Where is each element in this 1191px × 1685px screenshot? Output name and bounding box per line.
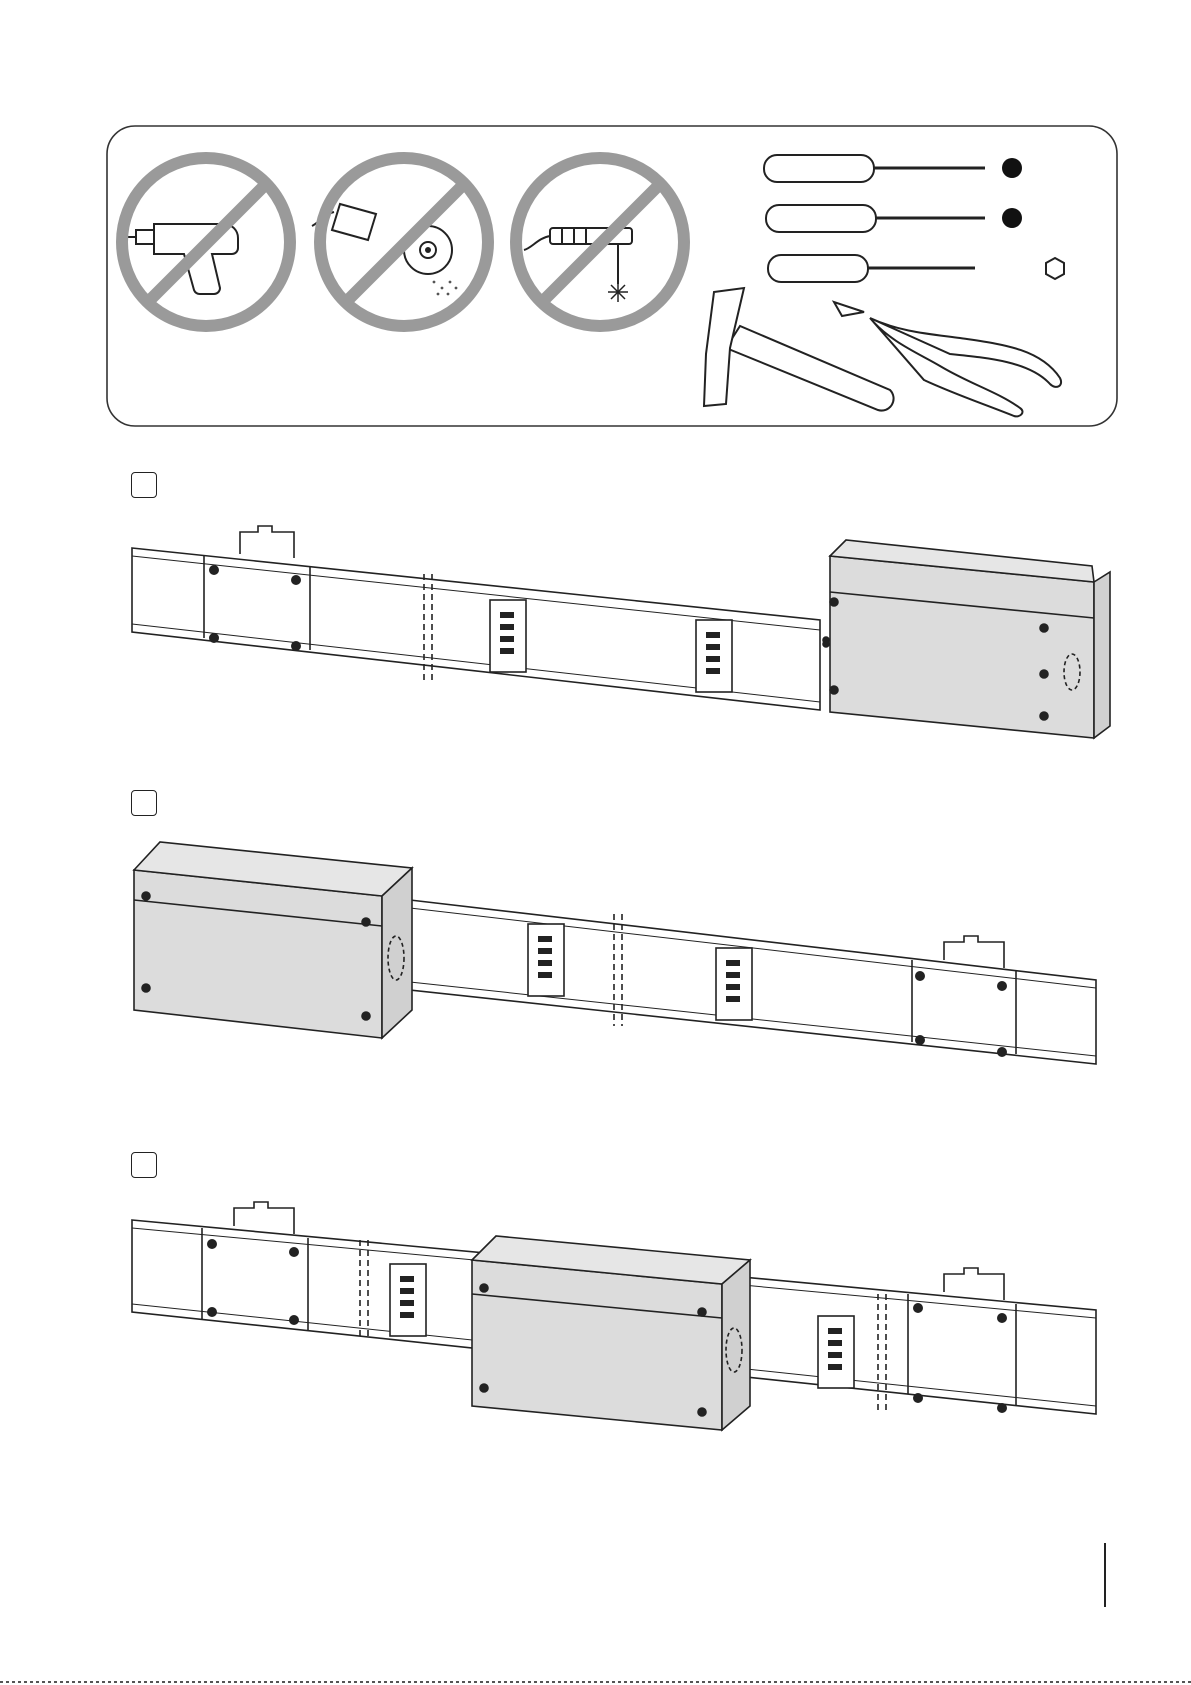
step-1-box [131, 472, 157, 498]
hanger-clip [240, 526, 294, 558]
step-3-illustration [0, 1200, 1191, 1440]
filled-circle-marker [1002, 208, 1022, 228]
tools-panel [0, 0, 1191, 440]
page-bottom-border [0, 1681, 1191, 1683]
page-margin-rule [1104, 1543, 1106, 1607]
step-2-box [131, 790, 157, 816]
center-feed-box [472, 1236, 750, 1430]
end-feed-box [823, 540, 1110, 738]
hanger-clip [944, 1268, 1004, 1300]
hanger-clip [234, 1202, 294, 1234]
busbar-rail [410, 900, 1096, 1064]
hexagon-marker [1046, 258, 1064, 279]
filled-circle-marker [1002, 158, 1022, 178]
end-feed-box [134, 842, 412, 1038]
step-2-illustration [0, 830, 1191, 1080]
step-3-box [131, 1152, 157, 1178]
step-1-illustration [0, 520, 1191, 790]
